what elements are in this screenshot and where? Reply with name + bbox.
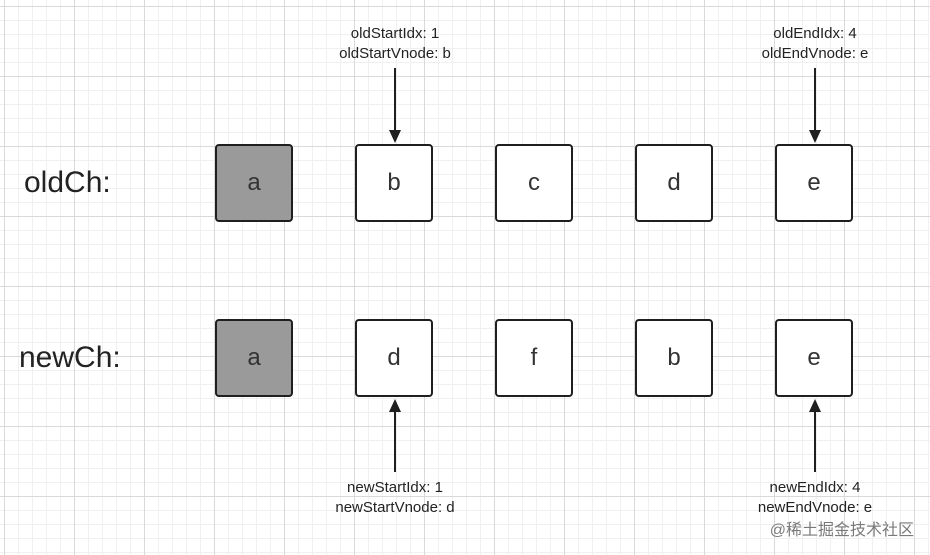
- new-start-idx-text: newStartIdx: 1: [347, 479, 443, 496]
- old-end-pointer-label: oldEndIdx: 4 oldEndVnode: e: [762, 24, 869, 64]
- watermark: @稀土掘金技术社区: [769, 522, 914, 539]
- old-node-4: e: [775, 144, 853, 222]
- new-end-arrow: [809, 399, 821, 472]
- old-node-2: c: [495, 144, 573, 222]
- old-start-vnode-text: oldStartVnode: b: [339, 45, 451, 62]
- old-start-arrow: [389, 68, 401, 143]
- new-end-idx-text: newEndIdx: 4: [769, 479, 861, 496]
- old-end-vnode-text: oldEndVnode: e: [761, 45, 869, 62]
- new-end-pointer-label: newEndIdx: 4 newEndVnode: e: [758, 478, 872, 518]
- new-end-vnode-text: newEndVnode: e: [757, 499, 873, 516]
- old-children-label: oldCh:: [24, 166, 111, 199]
- new-start-pointer-label: newStartIdx: 1 newStartVnode: d: [335, 478, 454, 518]
- new-node-1: d: [355, 319, 433, 397]
- new-start-vnode-text: newStartVnode: d: [335, 499, 455, 516]
- old-start-pointer-label: oldStartIdx: 1 oldStartVnode: b: [339, 24, 451, 64]
- new-children-label: newCh:: [19, 341, 121, 374]
- new-node-0: a: [215, 319, 293, 397]
- old-end-idx-text: oldEndIdx: 4: [773, 25, 857, 42]
- new-node-4: e: [775, 319, 853, 397]
- old-end-arrow: [809, 68, 821, 143]
- old-node-0: a: [215, 144, 293, 222]
- new-start-arrow: [389, 399, 401, 472]
- old-node-1: b: [355, 144, 433, 222]
- old-node-3: d: [635, 144, 713, 222]
- new-node-2: f: [495, 319, 573, 397]
- old-start-idx-text: oldStartIdx: 1: [350, 25, 440, 42]
- new-node-3: b: [635, 319, 713, 397]
